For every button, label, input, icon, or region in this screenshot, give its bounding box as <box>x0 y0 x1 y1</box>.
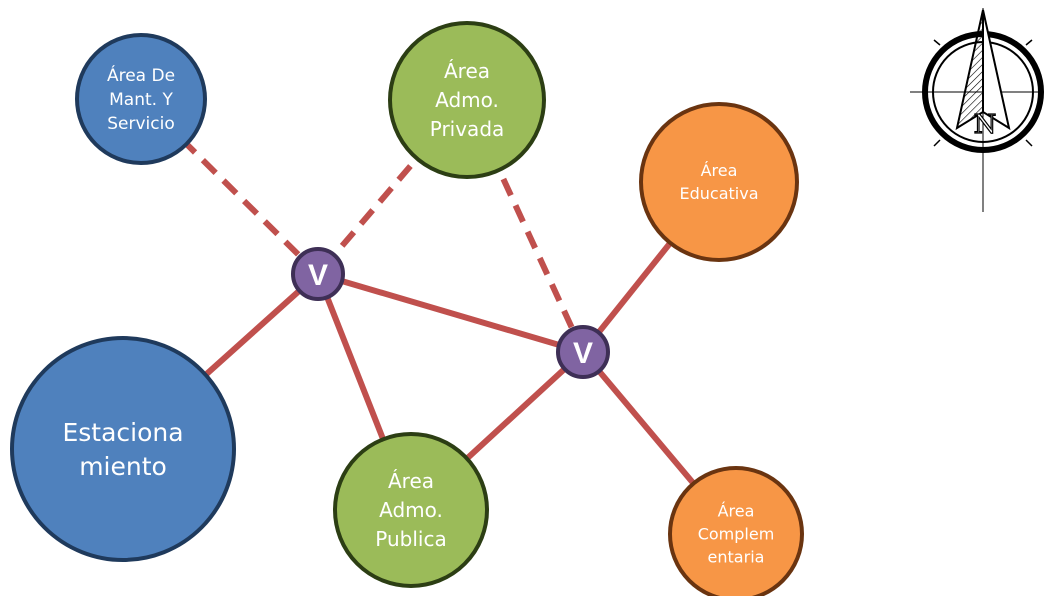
hub-v1-circle <box>291 247 345 301</box>
node-mantenimiento-circle <box>75 33 207 165</box>
label-line: Admo. <box>435 88 499 112</box>
compass-tick-se <box>1025 139 1033 147</box>
label-line: Publica <box>375 527 446 551</box>
label-line: Área <box>388 469 434 493</box>
label-line: Estaciona <box>62 418 183 447</box>
hub-v1: V <box>291 247 345 301</box>
hub-v2-circle <box>556 325 610 379</box>
hub-v2: V <box>556 325 610 379</box>
label-line: Área <box>718 502 755 521</box>
label-line: Complem <box>698 525 775 544</box>
node-complementaria-circle <box>668 466 804 596</box>
label-line: Privada <box>430 117 505 141</box>
hub-v1-label: V <box>308 259 328 292</box>
node-admo-publica-circle <box>333 432 489 588</box>
compass-tick-ne <box>1025 39 1033 46</box>
label-line: Área <box>701 161 738 180</box>
node-estacionamiento-label: Estaciona miento <box>62 418 183 481</box>
compass-tick-nw <box>933 39 941 46</box>
label-line: Mant. Y <box>109 90 173 110</box>
node-mantenimiento-label: Área De Mant. Y Servicio <box>107 64 175 134</box>
label-line: Área <box>444 59 490 83</box>
node-educativa-circle <box>639 102 799 262</box>
compass-tick-sw <box>933 139 941 147</box>
label-line: Educativa <box>680 184 759 203</box>
label-line: miento <box>79 452 167 481</box>
compass-needle-right <box>982 9 1011 131</box>
connector-v1-v2 <box>317 271 584 355</box>
compass-north-label: N <box>974 110 997 140</box>
label-line: entaria <box>708 548 765 567</box>
node-estacionamiento-circle <box>10 336 236 562</box>
hub-v2-label: V <box>573 337 593 370</box>
label-line: Servicio <box>107 114 175 134</box>
node-mantenimiento: Área De Mant. Y Servicio <box>75 33 207 165</box>
label-line: Admo. <box>379 498 443 522</box>
north-arrow-icon: N <box>910 8 1044 212</box>
node-estacionamiento: Estaciona miento <box>10 336 236 562</box>
label-line: Área De <box>107 64 175 86</box>
node-admo-privada-circle <box>388 21 546 179</box>
